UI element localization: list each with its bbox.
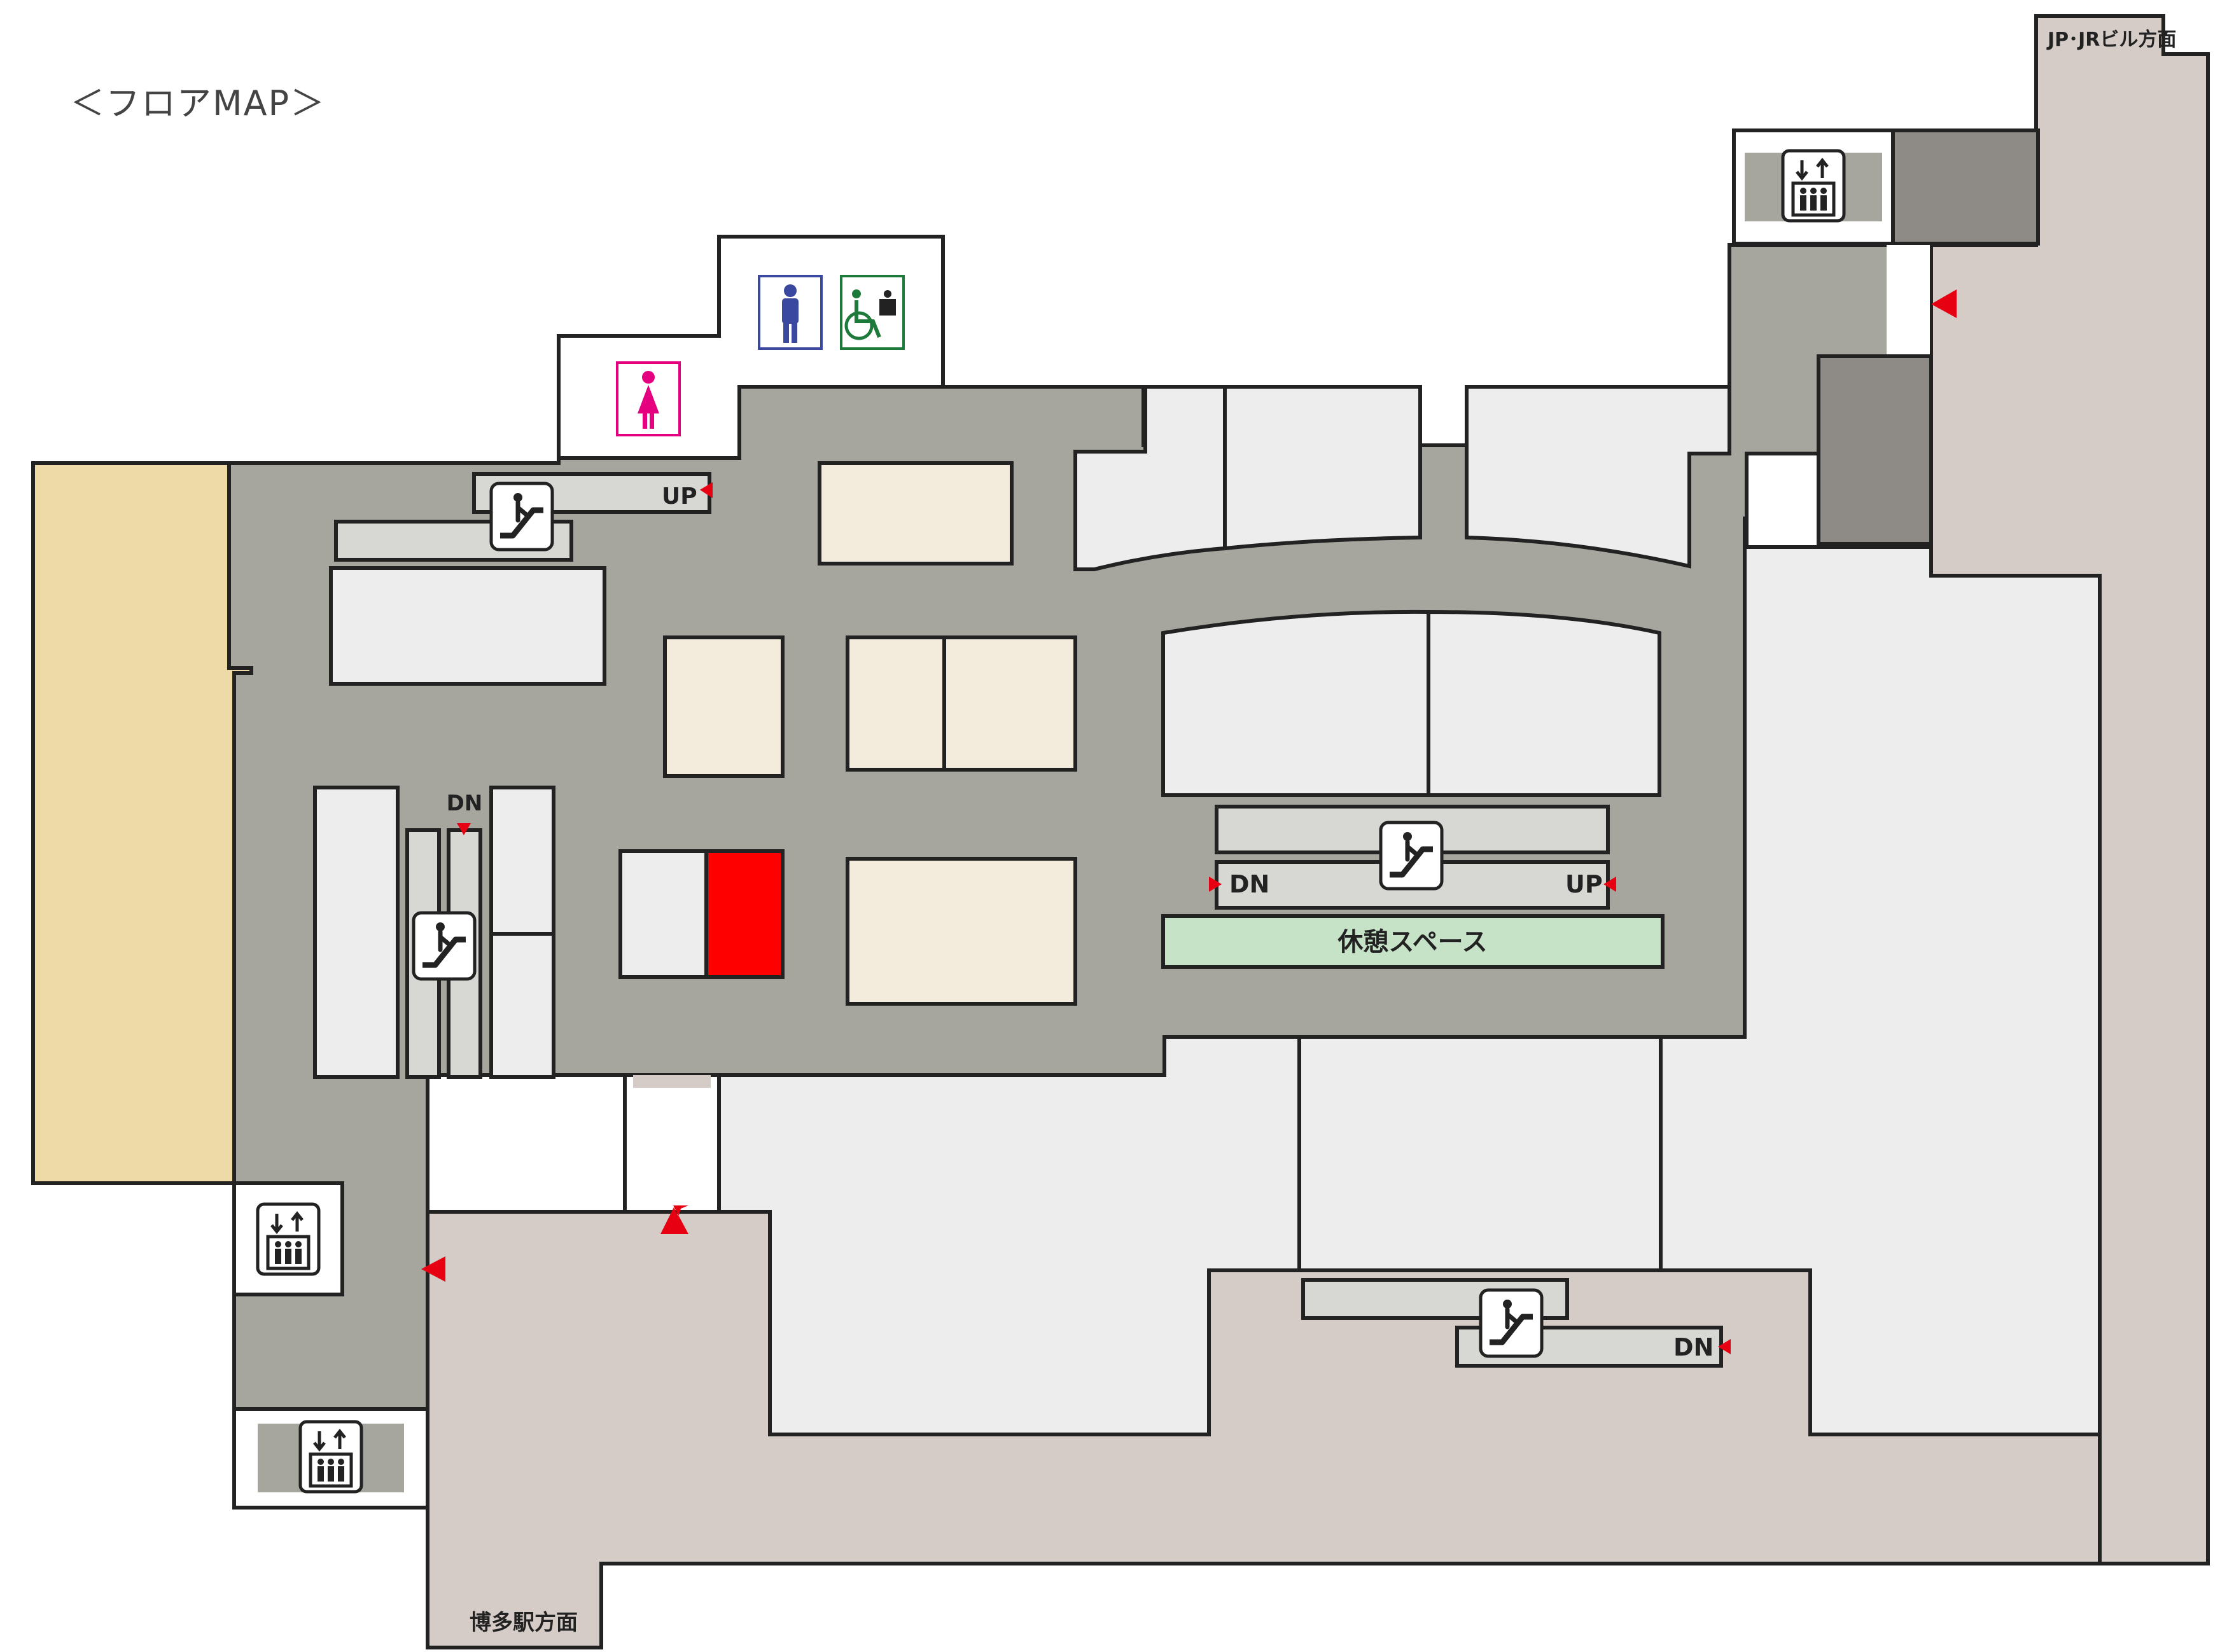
shop-cream[interactable] (846, 857, 1077, 1006)
entrance-gate[interactable] (623, 1073, 721, 1214)
dn-label: DN (447, 791, 483, 816)
elevator-icon (1783, 151, 1844, 221)
up-label: UP (1565, 870, 1603, 898)
shop[interactable] (1465, 385, 1731, 569)
shop-cream[interactable] (846, 635, 946, 772)
entrance-arrow-icon (1718, 1339, 1731, 1354)
entrance-arrow-icon[interactable] (421, 1256, 445, 1282)
shop-cream[interactable] (818, 461, 1014, 566)
service-block (1817, 354, 1933, 546)
shop[interactable] (618, 849, 708, 979)
escalator-icon (1481, 1290, 1542, 1356)
shop[interactable] (329, 566, 606, 686)
up-label: UP (662, 483, 697, 510)
men-restroom-figure (782, 284, 799, 343)
elevator-icon (300, 1422, 361, 1492)
entrance-arrow-icon (700, 482, 713, 498)
entrance-arrow-icon[interactable] (1931, 289, 1957, 318)
entrance-arrow-icon (1603, 877, 1616, 892)
shop[interactable] (489, 786, 555, 936)
escalator-icon (414, 913, 475, 979)
shop[interactable] (717, 1035, 1301, 1436)
escalator-icon (1381, 823, 1442, 889)
shop[interactable] (1297, 1035, 1663, 1272)
shop[interactable] (1223, 385, 1422, 551)
shop-cream[interactable] (942, 635, 1077, 772)
page-title: ＜フロアMAP＞ (70, 83, 326, 123)
escalator-icon (491, 483, 552, 550)
entrance-arrow-icon[interactable] (660, 1207, 687, 1234)
dn-label: DN (1673, 1333, 1714, 1361)
elevator-icon (258, 1204, 319, 1274)
shop[interactable] (1161, 609, 1430, 797)
accessible-restroom-figure (844, 289, 896, 340)
dn-label: DN (1229, 870, 1269, 898)
shop[interactable] (1659, 517, 2102, 1436)
entrance-arrow-icon (1209, 877, 1222, 892)
shop-cream[interactable] (663, 635, 785, 778)
direction-label-jp-jr: JP･JRビル方面 (2046, 29, 2176, 51)
highlighted-shop[interactable] (704, 849, 785, 979)
shop[interactable] (489, 932, 555, 1079)
service-block (1891, 128, 2040, 246)
adjacent-building (31, 461, 253, 1185)
women-restroom-figure (638, 371, 659, 429)
direction-label-hakata: 博多駅方面 (470, 1610, 578, 1635)
shop[interactable] (313, 786, 400, 1079)
entrance-gate[interactable] (1887, 245, 1930, 356)
entrance-arrow-icon (457, 823, 471, 835)
entrance-threshold (633, 1075, 711, 1088)
shop[interactable] (1427, 609, 1661, 797)
rest-space (1161, 914, 1665, 969)
rest-space-label: 休憩スペース (1337, 927, 1487, 957)
